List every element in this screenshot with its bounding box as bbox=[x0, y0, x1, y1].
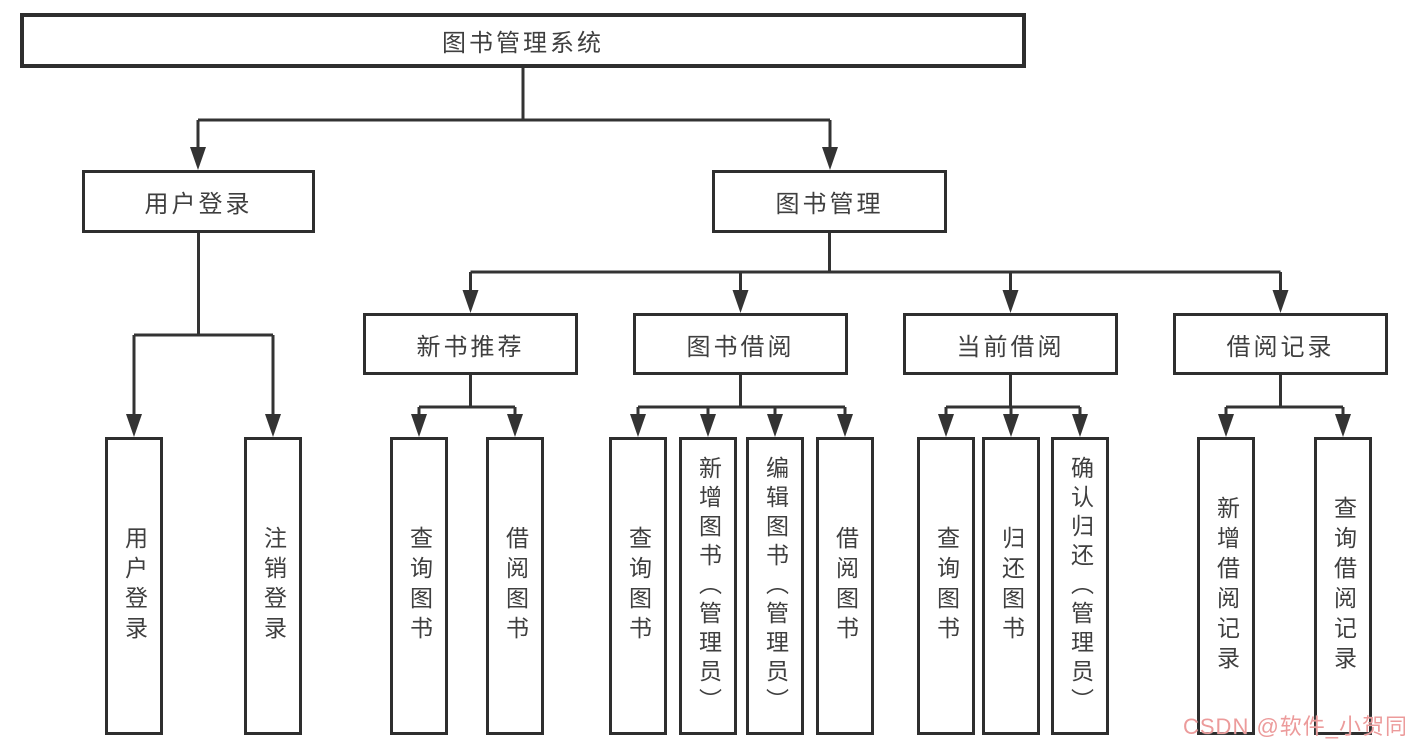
leaf-confirm-return-admin: 确认归还（管理员） bbox=[1051, 437, 1109, 735]
leaf-return-books: 归还图书 bbox=[982, 437, 1040, 735]
leaf-query-books-3: 查询图书 bbox=[917, 437, 975, 735]
leaf-borrow-books-2: 借阅图书 bbox=[816, 437, 874, 735]
node-library-management-system: 图书管理系统 bbox=[20, 13, 1026, 68]
leaf-add-books-admin: 新增图书（管理员） bbox=[679, 437, 737, 735]
leaf-edit-books-admin: 编辑图书（管理员） bbox=[746, 437, 804, 735]
node-current-borrowing: 当前借阅 bbox=[903, 313, 1118, 375]
arrowheads bbox=[126, 147, 1351, 437]
node-book-management: 图书管理 bbox=[712, 170, 947, 233]
leaf-query-borrow-record: 查询借阅记录 bbox=[1314, 437, 1372, 735]
node-user-login: 用户登录 bbox=[82, 170, 315, 233]
node-new-book-recommendation: 新书推荐 bbox=[363, 313, 578, 375]
watermark: CSDN @软件_小贺同学 bbox=[1183, 714, 1405, 739]
node-book-borrowing: 图书借阅 bbox=[633, 313, 848, 375]
leaf-add-borrow-record: 新增借阅记录 bbox=[1197, 437, 1255, 735]
node-borrowing-records: 借阅记录 bbox=[1173, 313, 1388, 375]
leaf-query-books-1: 查询图书 bbox=[390, 437, 448, 735]
leaf-borrow-books-1: 借阅图书 bbox=[486, 437, 544, 735]
leaf-logout: 注销登录 bbox=[244, 437, 302, 735]
leaf-user-login: 用户登录 bbox=[105, 437, 163, 735]
leaf-query-books-2: 查询图书 bbox=[609, 437, 667, 735]
